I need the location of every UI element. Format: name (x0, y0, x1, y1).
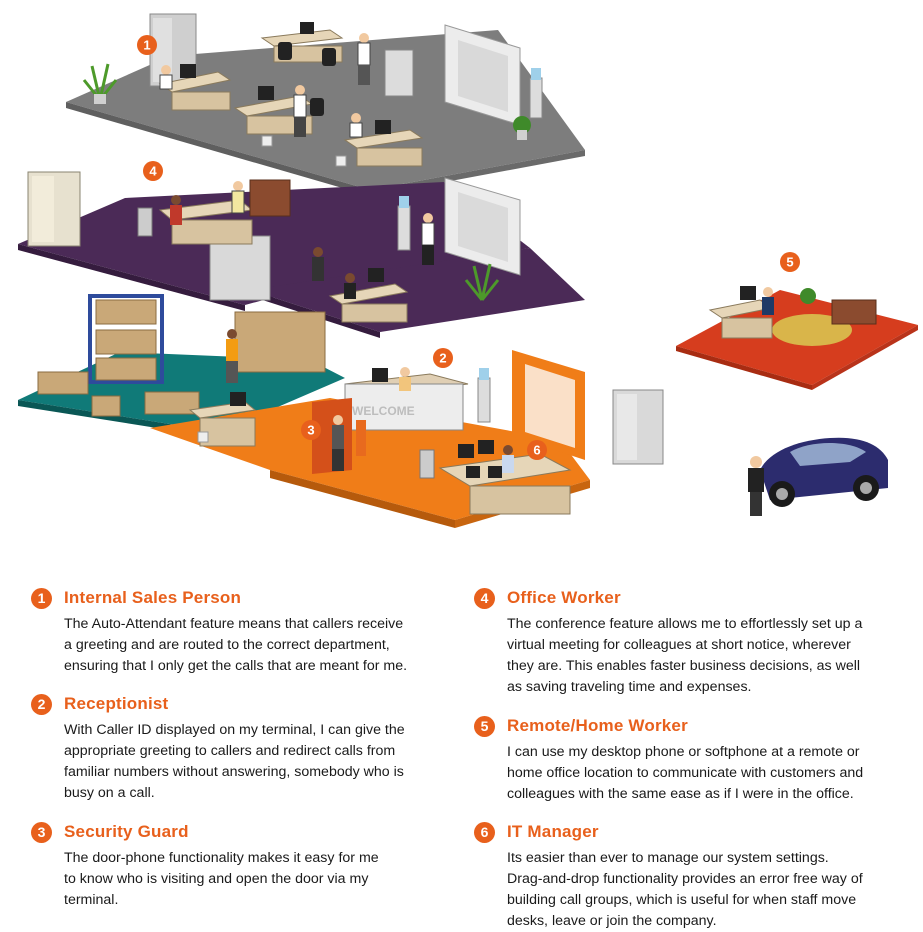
svg-text:1: 1 (143, 38, 150, 53)
legend-title: Internal Sales Person (64, 588, 242, 607)
legend-description: I can use my desktop phone or softphone … (507, 744, 864, 802)
badge-3: 3 (301, 420, 321, 440)
middle-floor (18, 171, 585, 338)
legend-number-badge: 5 (474, 715, 495, 737)
legend-title: Office Worker (507, 588, 621, 607)
legend-title: Remote/Home Worker (507, 716, 688, 735)
legend-number-badge: 4 (474, 587, 495, 609)
badge-5: 5 (780, 252, 800, 272)
svg-text:5: 5 (786, 255, 793, 270)
legend-title: Receptionist (64, 694, 169, 713)
legend-item-remote-worker: 5 Remote/Home Worker I can use my deskto… (474, 714, 863, 805)
svg-text:3: 3 (307, 423, 314, 438)
badge-2: 2 (433, 348, 453, 368)
office-building-illustration: WELCOME 1 2 (18, 13, 918, 528)
home-office (676, 286, 918, 390)
ground-floor: WELCOME (18, 294, 664, 528)
legend-number-badge: 1 (31, 587, 52, 609)
legend-description: The door-phone functionality makes it ea… (64, 850, 379, 908)
legend-item-receptionist: 2 Receptionist With Caller ID displayed … (31, 692, 405, 804)
legend-item-office-worker: 4 Office Worker The conference feature a… (474, 586, 862, 698)
top-floor (66, 13, 585, 196)
legend-title: Security Guard (64, 822, 189, 841)
legend-title: IT Manager (507, 822, 599, 841)
legend-description: Its easier than ever to manage our syste… (507, 850, 863, 929)
welcome-sign: WELCOME (352, 404, 415, 418)
car-and-visitor (748, 437, 888, 516)
svg-text:4: 4 (149, 164, 157, 179)
legend-description: The Auto-Attendant feature means that ca… (64, 616, 408, 674)
legend-number-badge: 3 (31, 821, 52, 843)
legend-number-badge: 6 (474, 821, 495, 843)
legend-item-internal-sales: 1 Internal Sales Person The Auto-Attenda… (31, 586, 407, 677)
legend-description: The conference feature allows me to effo… (507, 616, 863, 695)
legend-item-security-guard: 3 Security Guard The door-phone function… (31, 820, 379, 911)
svg-text:6: 6 (533, 443, 540, 458)
legend-number-badge: 2 (31, 693, 52, 715)
legend-item-it-manager: 6 IT Manager Its easier than ever to man… (474, 820, 863, 932)
badge-6: 6 (527, 440, 547, 460)
badge-1: 1 (137, 35, 157, 55)
badge-4: 4 (143, 161, 163, 181)
legend-description: With Caller ID displayed on my terminal,… (64, 722, 405, 801)
svg-text:2: 2 (439, 351, 446, 366)
